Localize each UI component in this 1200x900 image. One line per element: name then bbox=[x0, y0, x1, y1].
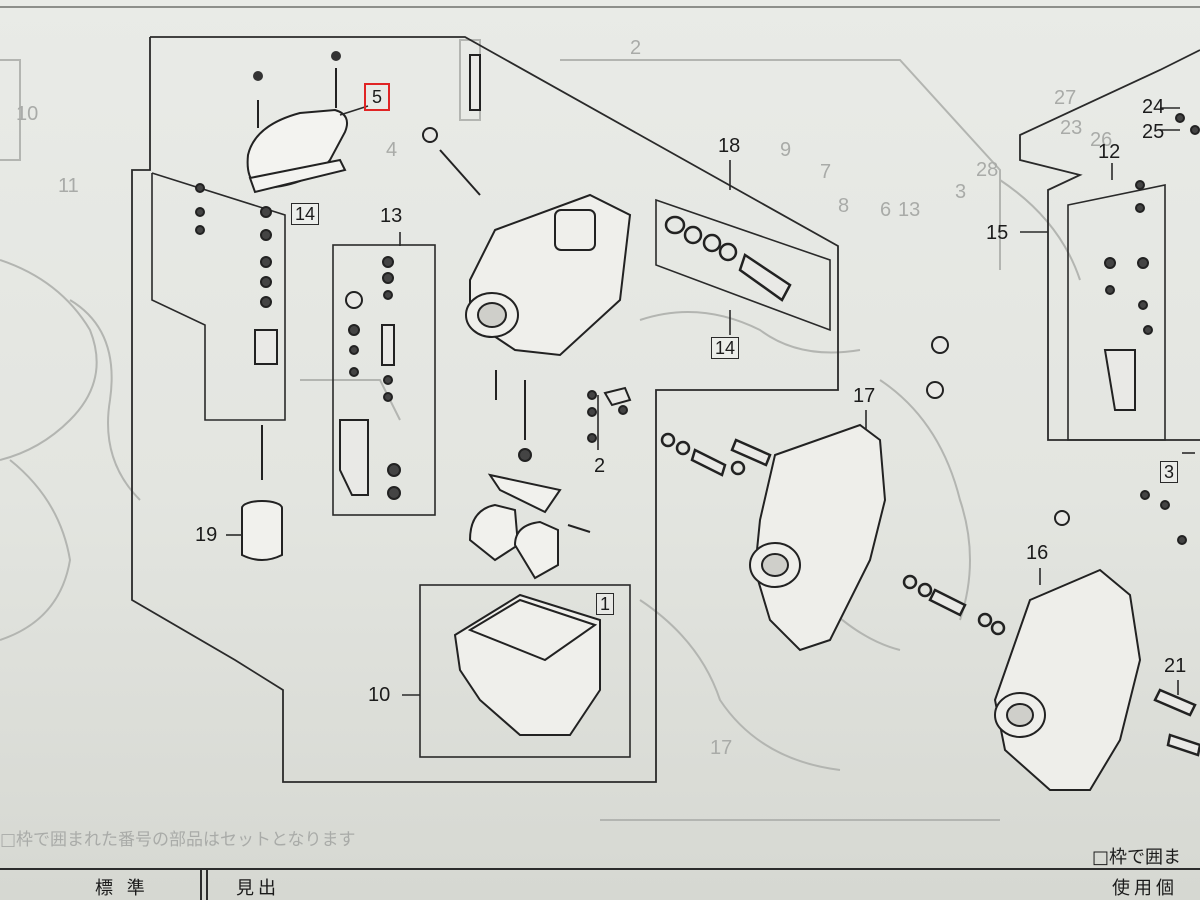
table-header-usage-qty: 使用個 bbox=[1112, 878, 1178, 899]
top-cover-part bbox=[246, 68, 348, 194]
part-19-piston bbox=[241, 500, 283, 561]
callout-3: 3 bbox=[1160, 461, 1179, 483]
table-header-standard: 標 準 bbox=[95, 878, 149, 899]
ghost-label-23: 23 bbox=[1060, 117, 1083, 139]
callout-24: 24 bbox=[1142, 96, 1165, 118]
ghost-label-3: 3 bbox=[955, 181, 967, 203]
set-boundary-left bbox=[131, 36, 839, 783]
carburetor-17 bbox=[749, 423, 887, 652]
ghost-label-27: 27 bbox=[1054, 87, 1077, 109]
callout-25: 25 bbox=[1142, 121, 1165, 143]
ghost-label-13: 13 bbox=[898, 199, 921, 221]
table-divider bbox=[206, 870, 208, 900]
ghost-set-note: □枠で囲まれた番号の部品はセットとなります bbox=[0, 830, 356, 850]
ghost-label-10: 10 bbox=[16, 103, 39, 125]
callout-12: 12 bbox=[1098, 141, 1121, 163]
ghost-label-4: 4 bbox=[386, 139, 398, 161]
ghost-label-11: 11 bbox=[58, 175, 79, 197]
ghost-label-28: 28 bbox=[976, 159, 999, 181]
set-boundary-right bbox=[1019, 49, 1200, 441]
callout-19: 19 bbox=[195, 524, 218, 546]
callout-14-right: 14 bbox=[711, 337, 740, 359]
float-parts bbox=[468, 473, 591, 580]
top-border-line bbox=[0, 6, 1200, 8]
callout-1: 1 bbox=[596, 593, 615, 615]
ghost-label-8: 8 bbox=[838, 195, 850, 217]
callout-15: 15 bbox=[986, 222, 1009, 244]
carburetor-16 bbox=[993, 568, 1142, 791]
callout-21: 21 bbox=[1164, 655, 1187, 677]
float-bowl bbox=[453, 593, 601, 736]
callout-13: 13 bbox=[380, 205, 403, 227]
callout-16: 16 bbox=[1026, 542, 1049, 564]
callout-2: 2 bbox=[594, 455, 606, 477]
ghost-label-6: 6 bbox=[880, 199, 892, 221]
carburetor-body-main bbox=[465, 193, 632, 357]
leader-lines bbox=[226, 105, 1195, 696]
ghost-label-17: 17 bbox=[710, 737, 733, 759]
ghost-label-2: 2 bbox=[630, 37, 642, 59]
ghost-label-7: 7 bbox=[820, 161, 832, 183]
table-divider bbox=[200, 870, 202, 900]
callout-14-left: 14 bbox=[291, 203, 320, 225]
o-ring-set bbox=[660, 215, 1200, 757]
ghost-label-9: 9 bbox=[780, 139, 792, 161]
set-parts-note: □枠で囲ま bbox=[1092, 847, 1182, 868]
callout-10: 10 bbox=[368, 684, 391, 706]
ghost-background-art bbox=[0, 39, 1081, 821]
parts-table-header: 標 準 見出 使用個 bbox=[0, 868, 1200, 900]
callout-17: 17 bbox=[853, 385, 876, 407]
ghost-label-26: 26 bbox=[1090, 129, 1113, 151]
callout-5-highlighted: 5 bbox=[364, 83, 391, 111]
small-parts bbox=[195, 54, 1200, 545]
table-header-heading: 見出 bbox=[236, 878, 280, 899]
callout-18: 18 bbox=[718, 135, 741, 157]
